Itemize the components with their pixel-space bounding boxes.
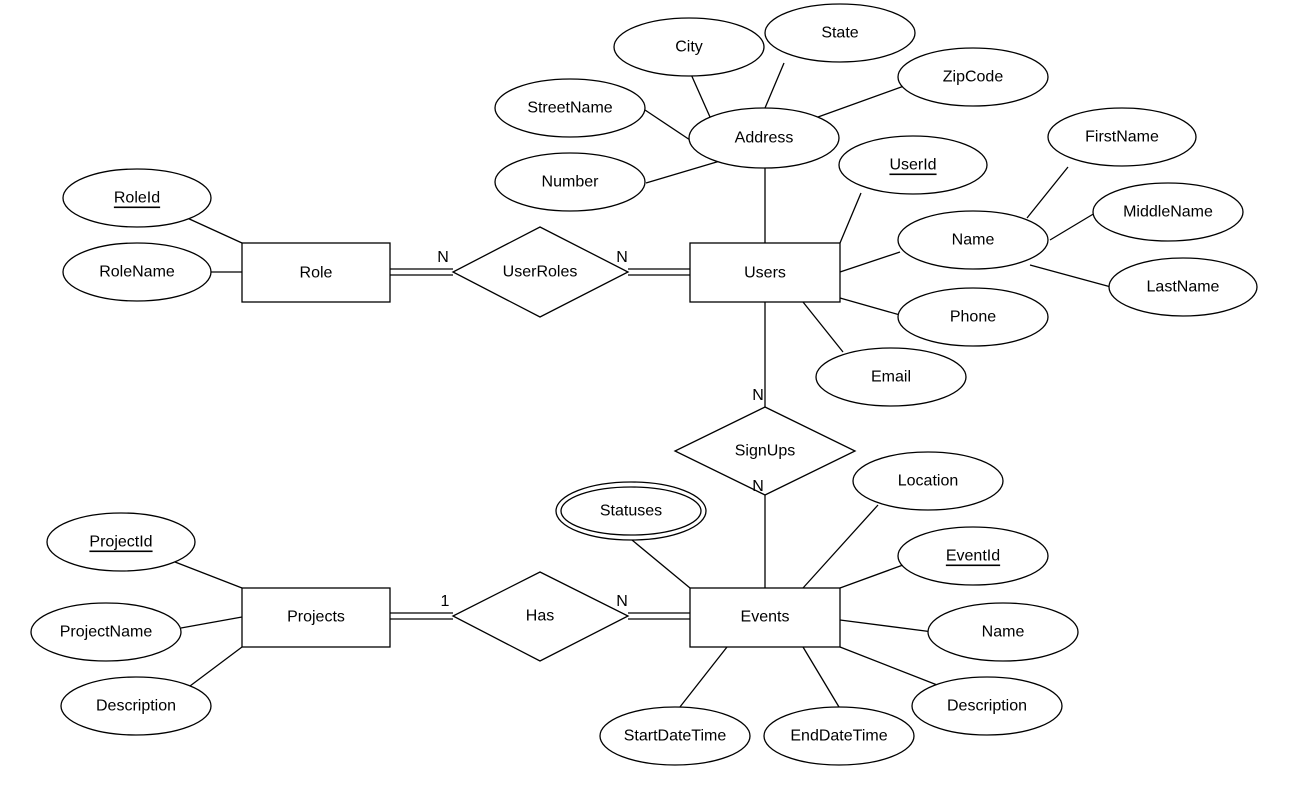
projectdescription-attribute-label: Description [96,698,176,715]
users-entity[interactable]: Users [689,242,841,303]
cardinality-users-signups: N [752,387,764,404]
roleid-attribute[interactable]: RoleId [62,168,212,228]
eventid-attribute[interactable]: EventId [897,526,1049,586]
userroles-relationship[interactable]: UserRoles [451,226,630,318]
lastname-attribute-label: LastName [1147,279,1220,296]
firstname-attribute-label: FirstName [1085,129,1159,146]
middlename-attribute[interactable]: MiddleName [1092,182,1244,242]
events-entity-label: Events [741,609,790,626]
middlename-attribute-label: MiddleName [1123,204,1213,221]
projectid-attribute-label: ProjectId [89,534,152,551]
cardinality-signups-events: N [752,478,764,495]
eventdescription-attribute[interactable]: Description [911,676,1063,736]
enddatetime-attribute[interactable]: EndDateTime [763,706,915,766]
firstname-attribute[interactable]: FirstName [1047,107,1197,167]
statuses-attribute-label: Statuses [600,503,662,520]
cardinality-projects-has: 1 [441,593,450,610]
cardinality-labels: N N N N 1 N [437,249,764,610]
has-relationship-label: Has [526,608,554,625]
projects-entity-label: Projects [287,609,345,626]
zipcode-attribute[interactable]: ZipCode [897,47,1049,107]
role-entity[interactable]: Role [241,242,391,303]
projects-entity[interactable]: Projects [241,587,391,648]
lastname-attribute[interactable]: LastName [1108,257,1258,317]
projectname-attribute-label: ProjectName [60,624,153,641]
number-attribute-label: Number [542,174,600,191]
userid-attribute[interactable]: UserId [838,135,988,195]
eventname-attribute[interactable]: Name [927,602,1079,662]
users-entity-label: Users [744,265,786,282]
rolename-attribute[interactable]: RoleName [62,242,212,302]
role-entity-label: Role [300,265,333,282]
projectid-attribute[interactable]: ProjectId [46,512,196,572]
email-attribute-label: Email [871,369,911,386]
eventdescription-attribute-label: Description [947,698,1027,715]
city-attribute[interactable]: City [613,17,765,77]
address-attribute-label: Address [735,130,794,147]
userid-attribute-label: UserId [889,157,936,174]
has-relationship[interactable]: Has [451,571,630,662]
streetname-attribute[interactable]: StreetName [494,78,646,138]
roleid-attribute-label: RoleId [114,190,160,207]
location-attribute[interactable]: Location [852,451,1004,511]
cardinality-role-userroles: N [437,249,449,266]
cardinality-userroles-users: N [616,249,628,266]
enddatetime-attribute-label: EndDateTime [790,728,887,745]
zipcode-attribute-label: ZipCode [943,69,1004,86]
eventname-attribute-label: Name [982,624,1025,641]
rolename-attribute-label: RoleName [99,264,175,281]
connector-lines [174,62,1112,713]
projectname-attribute[interactable]: ProjectName [30,602,182,662]
location-attribute-label: Location [898,473,959,490]
events-entity[interactable]: Events [689,587,841,648]
signups-relationship[interactable]: SignUps [673,406,857,496]
city-attribute-label: City [675,39,703,56]
statuses-multivalued-attribute[interactable]: Statuses [555,481,707,541]
state-attribute[interactable]: State [764,3,916,63]
phone-attribute[interactable]: Phone [897,287,1049,347]
username-attribute[interactable]: Name [897,210,1049,270]
eventid-attribute-label: EventId [946,548,1000,565]
phone-attribute-label: Phone [950,309,996,326]
startdatetime-attribute[interactable]: StartDateTime [599,706,751,766]
state-attribute-label: State [821,25,858,42]
username-attribute-label: Name [952,232,995,249]
startdatetime-attribute-label: StartDateTime [624,728,727,745]
email-attribute[interactable]: Email [815,347,967,407]
address-attribute[interactable]: Address [688,107,840,169]
projectdescription-attribute[interactable]: Description [60,676,212,736]
signups-relationship-label: SignUps [735,443,795,460]
number-attribute[interactable]: Number [494,152,646,212]
cardinality-has-events: N [616,593,628,610]
userroles-relationship-label: UserRoles [503,264,578,281]
streetname-attribute-label: StreetName [527,100,612,117]
